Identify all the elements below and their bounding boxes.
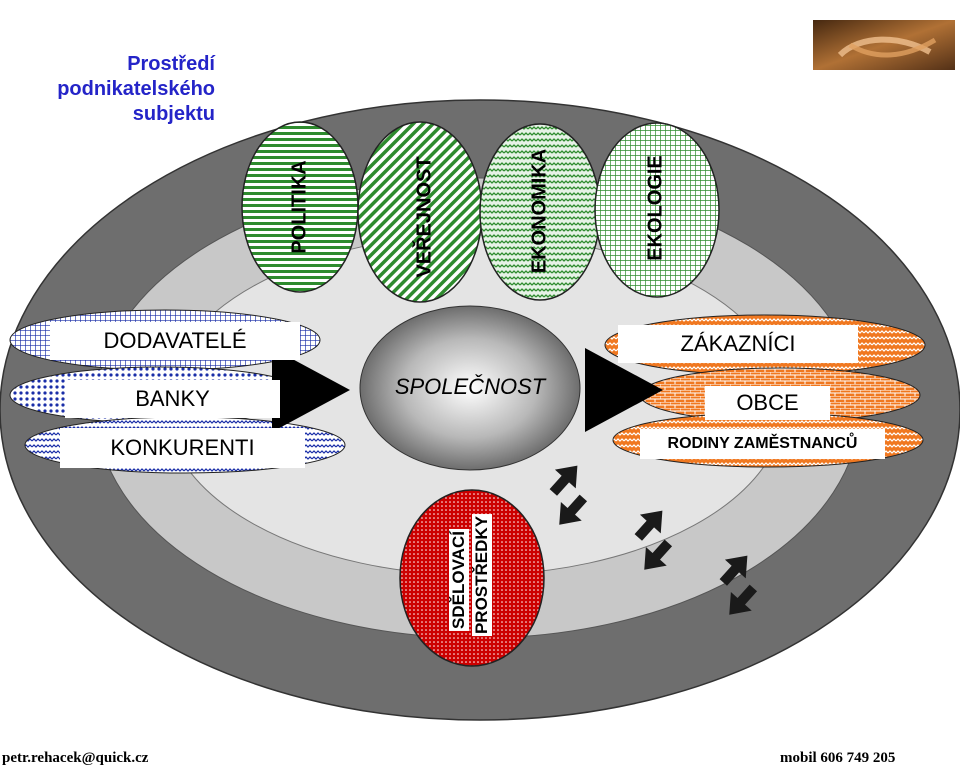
label-konkurenti: KONKURENTI	[60, 428, 305, 468]
title-line-3: subjektu	[132, 103, 215, 125]
label-rodiny-zamestnancu: RODINY ZAMĚSTNANCŮ	[640, 429, 885, 459]
label-politika: POLITIKA	[288, 160, 311, 254]
label-ekonomika: EKONOMIKA	[528, 148, 551, 274]
footer-phone: mobil 606 749 205	[780, 750, 896, 766]
handshake-photo	[813, 20, 955, 70]
arrow-inputs-to-company	[272, 348, 350, 432]
label-zakaznici: ZÁKAZNÍCI	[618, 325, 858, 363]
label-dodavatele: DODAVATELÉ	[50, 322, 300, 360]
label-obce: OBCE	[705, 386, 830, 420]
label-media-line2: PROSTŘEDKY	[472, 513, 492, 637]
arrow-company-to-outputs	[585, 348, 663, 432]
label-ekologie: EKOLOGIE	[644, 155, 667, 261]
label-media-line1: SDĚLOVACÍ	[449, 529, 469, 631]
diagram-title: Prostředí podnikatelského subjektu	[20, 52, 215, 127]
title-line-2: podnikatelského	[57, 78, 215, 100]
footer-email: petr.rehacek@quick.cz	[2, 750, 149, 766]
title-line-1: Prostředí	[127, 53, 215, 75]
label-verejnost: VEŘEJNOST	[413, 156, 436, 278]
label-banky: BANKY	[65, 380, 280, 418]
sphere-ekologie	[594, 122, 720, 298]
company-ellipse	[359, 305, 581, 471]
label-spolecnost: SPOLEČNOST	[394, 374, 546, 399]
